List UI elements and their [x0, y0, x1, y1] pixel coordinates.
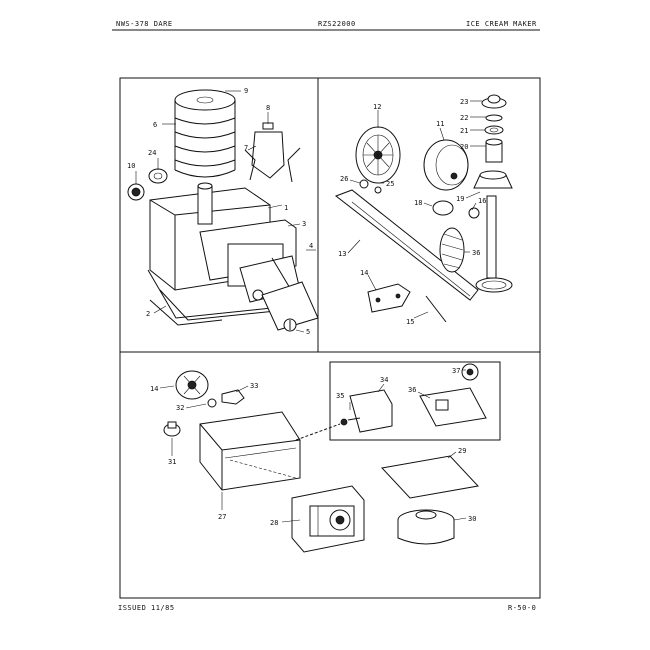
coupler-part — [473, 170, 513, 189]
footer-page-number: R-50-0 — [508, 604, 537, 612]
selector-knob-part — [175, 370, 209, 400]
callout-36-top: 36 — [472, 249, 480, 257]
header-model-number: RZS22000 — [318, 20, 356, 28]
callout-35: 35 — [336, 392, 344, 400]
tab-part — [207, 398, 217, 408]
callout-16: 16 — [478, 197, 486, 205]
rod-part — [425, 295, 447, 323]
panel-top-left — [127, 89, 319, 333]
gear-stack-part — [481, 94, 507, 163]
panel-bottom — [159, 361, 501, 553]
callout-4: 4 — [309, 242, 313, 250]
diagram-outer-frame — [119, 77, 541, 599]
callout-12: 12 — [373, 103, 381, 111]
inset-knob-part — [461, 363, 479, 381]
callout-26: 26 — [340, 175, 348, 183]
inset-switch-part — [419, 387, 487, 427]
callout-14-bottom: 14 — [150, 385, 158, 393]
callout-11: 11 — [436, 120, 444, 128]
callout-28: 28 — [270, 519, 278, 527]
lamp-socket-part — [163, 421, 181, 437]
callout-19: 19 — [456, 195, 464, 203]
fan-part — [397, 509, 455, 545]
callout-6: 6 — [153, 121, 157, 129]
vertical-shaft-part — [475, 195, 513, 293]
callout-21: 21 — [460, 127, 468, 135]
motor-housing-part — [149, 182, 301, 303]
callout-33: 33 — [250, 382, 258, 390]
callout-34: 34 — [380, 376, 388, 384]
callout-27: 27 — [218, 513, 226, 521]
callout-23: 23 — [460, 98, 468, 106]
callout-36-bottom: 36 — [408, 386, 416, 394]
callout-10: 10 — [127, 162, 135, 170]
drive-shaft-part — [334, 189, 479, 301]
dasher-stack-part — [174, 89, 236, 178]
header-title: ICE CREAM MAKER — [466, 20, 537, 28]
callout-25: 25 — [386, 180, 394, 188]
callout-3: 3 — [302, 220, 306, 228]
washer-part-small — [374, 186, 382, 194]
callout-5: 5 — [306, 328, 310, 336]
callout-22: 22 — [460, 114, 468, 122]
mixer-blade-part — [244, 122, 301, 183]
control-knob-part — [127, 183, 145, 201]
spring-clip-part — [432, 200, 454, 216]
base-tray-part — [147, 257, 306, 326]
mounting-bracket-part — [367, 283, 411, 313]
plate-part — [261, 281, 319, 331]
footer-issued-date: ISSUED 11/85 — [118, 604, 175, 612]
inset-bracket-part — [340, 389, 393, 433]
clip-part — [221, 389, 245, 405]
inset-detail-frame — [329, 361, 501, 441]
motor-can-part — [423, 139, 469, 191]
callout-1: 1 — [284, 204, 288, 212]
callout-7: 7 — [244, 144, 248, 152]
callout-32: 32 — [176, 404, 184, 412]
callout-8: 8 — [266, 104, 270, 112]
callout-31: 31 — [168, 458, 176, 466]
callout-9: 9 — [244, 87, 248, 95]
callout-13: 13 — [338, 250, 346, 258]
header-left-text: NWS-378 DARE — [116, 20, 173, 28]
callout-29: 29 — [458, 447, 466, 455]
pin-part — [468, 207, 480, 219]
callout-37: 37 — [452, 367, 460, 375]
washer-part — [359, 179, 369, 189]
chassis-box-part — [199, 411, 301, 491]
motor-assembly-part — [291, 485, 365, 553]
callout-2: 2 — [146, 310, 150, 318]
callout-30: 30 — [468, 515, 476, 523]
cap-part — [148, 168, 168, 184]
callout-20: 20 — [460, 143, 468, 151]
panel-top-right — [334, 94, 513, 323]
callout-18: 18 — [414, 199, 422, 207]
callout-15: 15 — [406, 318, 414, 326]
screw-part — [283, 318, 297, 332]
spiral-gear-part — [439, 227, 465, 273]
callout-14-top: 14 — [360, 269, 368, 277]
drive-wheel-part — [355, 126, 401, 184]
cover-panel-part — [381, 455, 479, 499]
callout-24: 24 — [148, 149, 156, 157]
